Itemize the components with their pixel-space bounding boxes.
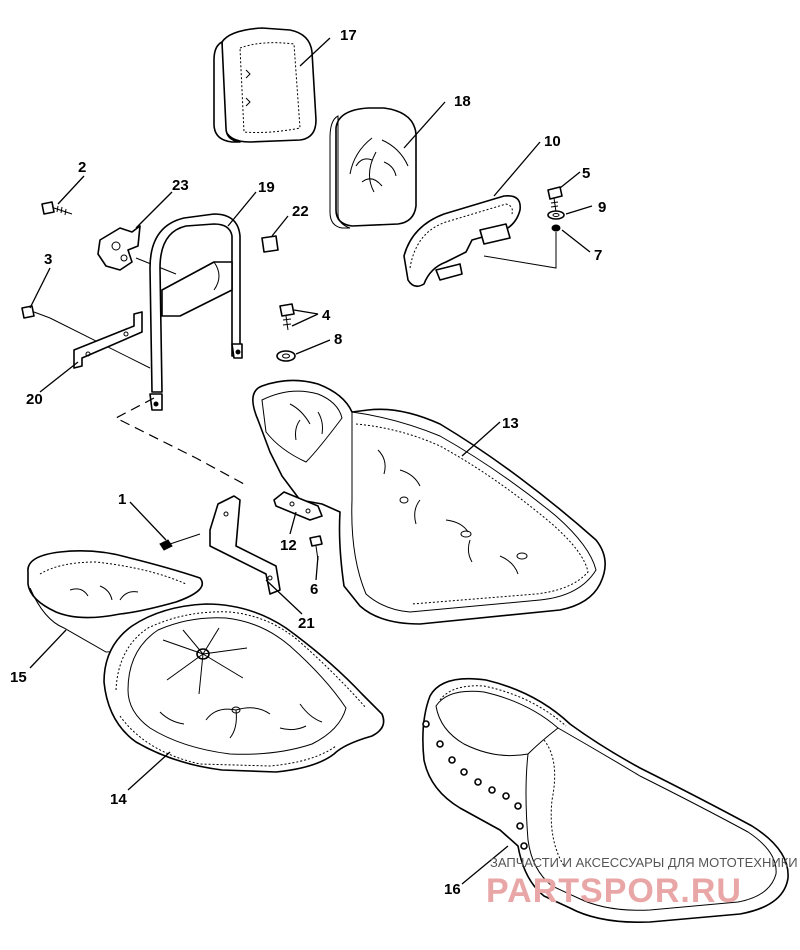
leader-lines — [29, 37, 593, 885]
callout-22: 22 — [292, 203, 309, 220]
callout-19: 19 — [258, 179, 275, 196]
part-5-bolt — [547, 186, 563, 213]
callout-3: 3 — [44, 251, 52, 268]
assembly-dash-line — [114, 397, 245, 485]
callout-15: 15 — [10, 669, 27, 686]
part-21-side-bracket — [209, 495, 281, 595]
callout-12: 12 — [280, 537, 297, 554]
callout-23: 23 — [172, 177, 189, 194]
callout-7: 7 — [594, 247, 602, 264]
part-7-nut — [551, 224, 561, 232]
part-13-seat — [252, 379, 606, 625]
part-2-screw — [41, 201, 73, 216]
part-18-backrest-embroidered — [329, 107, 417, 229]
callout-21: 21 — [298, 615, 315, 632]
part-14-tufted-seat — [103, 603, 385, 773]
callout-17: 17 — [340, 27, 357, 44]
callout-18: 18 — [454, 93, 471, 110]
watermark-brand: PARTSPOR.RU — [486, 872, 742, 910]
watermark: ЗАПЧАСТИ И АКСЕССУАРЫ ДЛЯ МОТОТЕХНИКИ PA… — [486, 855, 798, 910]
callout-9: 9 — [598, 199, 606, 216]
part-8-washer — [276, 350, 296, 362]
part-10-grab-strap — [403, 194, 521, 288]
callout-10: 10 — [544, 133, 561, 150]
part-1-screw — [159, 533, 201, 551]
callout-2: 2 — [78, 159, 86, 176]
part-4-screw — [279, 303, 295, 331]
part-12-seat-bracket — [273, 491, 323, 521]
callout-1: 1 — [118, 491, 126, 508]
part-16-solo-seat — [422, 677, 789, 924]
part-19-sissy-bar — [149, 213, 243, 411]
part-22-decal — [261, 235, 279, 253]
callout-8: 8 — [334, 331, 342, 348]
callout-13: 13 — [502, 415, 519, 432]
callout-4: 4 — [322, 307, 331, 324]
callout-14: 14 — [110, 791, 127, 808]
callout-20: 20 — [26, 391, 43, 408]
part-9-washer — [547, 210, 565, 220]
strap-mount-line — [483, 232, 557, 269]
part-17-backrest-pad — [213, 27, 317, 143]
part-6-screw — [309, 535, 323, 561]
part-3-screw — [21, 305, 51, 319]
callout-16: 16 — [444, 881, 461, 898]
part-20-bracket — [73, 311, 143, 369]
callout-6: 6 — [310, 581, 318, 598]
callout-5: 5 — [582, 165, 590, 182]
part-23-latch-plate — [97, 225, 141, 271]
callout-labels: 17 18 10 5 9 7 2 23 19 22 3 20 4 8 13 1 … — [10, 27, 606, 898]
seat-studs — [422, 720, 528, 850]
watermark-tagline: ЗАПЧАСТИ И АКСЕССУАРЫ ДЛЯ МОТОТЕХНИКИ — [490, 855, 798, 870]
